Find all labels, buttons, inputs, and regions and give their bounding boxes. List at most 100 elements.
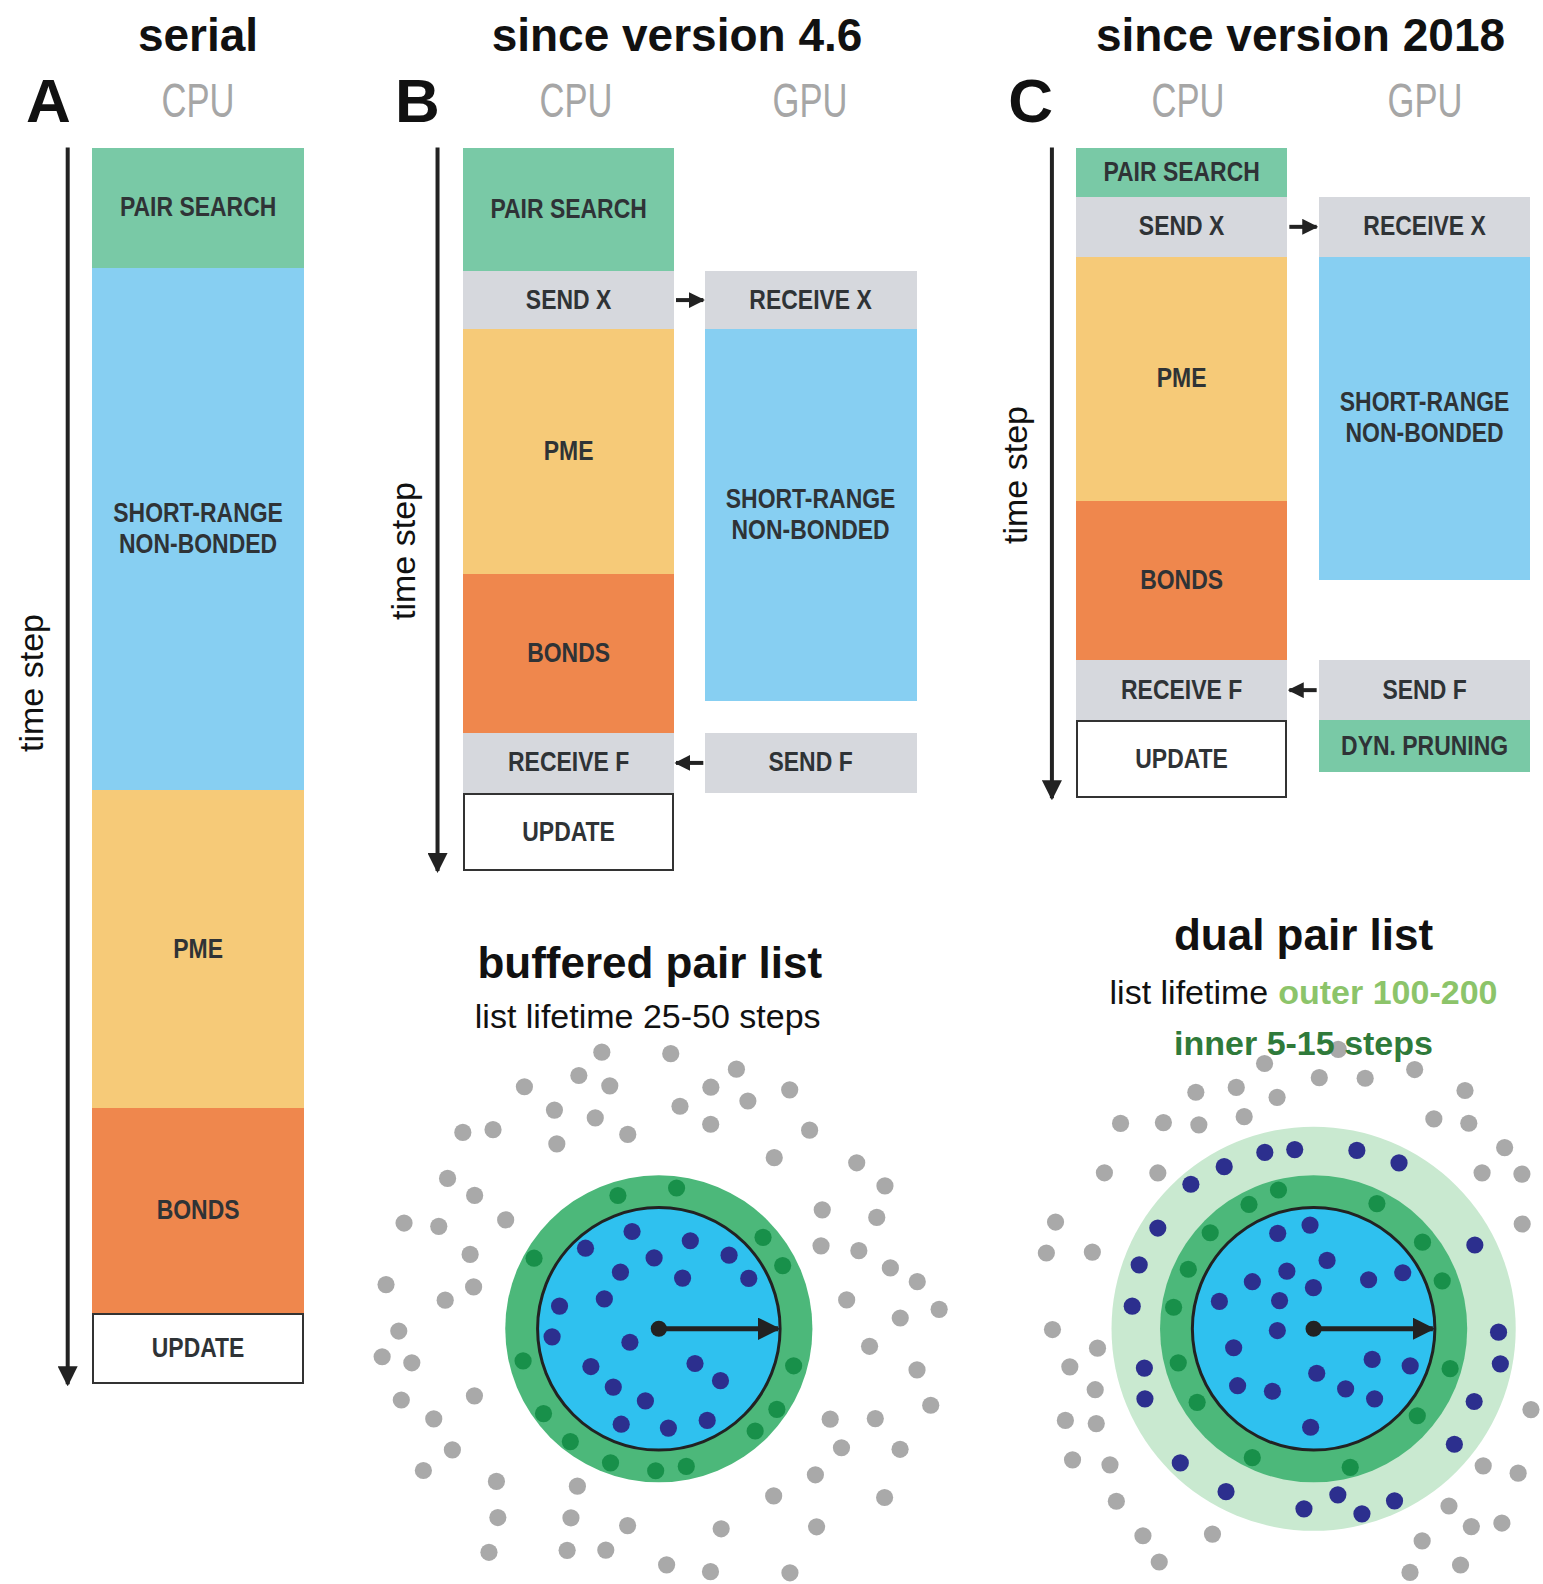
particle-dot (686, 1355, 703, 1372)
stage-label: PAIR SEARCH (479, 194, 659, 225)
particle-dot (1305, 1279, 1322, 1296)
particle-dot (1202, 1224, 1219, 1241)
particle-dot (1295, 1500, 1312, 1517)
particle-dot (415, 1462, 432, 1479)
particle-dot (1189, 1394, 1206, 1411)
stage-label: PAIR SEARCH (108, 192, 288, 223)
panel-heading: since version 2018 (1096, 10, 1505, 61)
pair-search-box: PAIR SEARCH (463, 148, 674, 271)
particle-dot (1149, 1219, 1166, 1236)
axis-label: time step (997, 406, 1034, 544)
particle-dot (1278, 1263, 1295, 1280)
particle-dot (861, 1338, 878, 1355)
stage-label: SEND F (721, 747, 901, 778)
particle-dot (1466, 1236, 1483, 1253)
particle-dot (1061, 1358, 1078, 1375)
particle-dot (781, 1081, 798, 1098)
particle-dot (488, 1473, 505, 1490)
stage-label: RECEIVE X (721, 285, 901, 316)
particle-dot (562, 1433, 579, 1450)
stage-label: PME (479, 436, 659, 467)
particle-dot (1319, 1252, 1336, 1269)
particle-dot (484, 1121, 501, 1138)
particle-dot (1452, 1556, 1469, 1573)
particle-dot (582, 1358, 599, 1375)
particle-dot (548, 1135, 565, 1152)
cutoff-radius-arrow (659, 1326, 778, 1331)
particle-dot (882, 1259, 899, 1276)
particle-dot (437, 1292, 454, 1309)
particle-dot (1390, 1154, 1407, 1171)
transfer-arrow (676, 298, 703, 302)
particle-dot (1270, 1181, 1287, 1198)
particle-dot (1342, 1459, 1359, 1476)
particle-dot (1286, 1141, 1303, 1158)
particle-dot (833, 1439, 850, 1456)
particle-dot (785, 1357, 802, 1374)
particle-dot (1089, 1340, 1106, 1357)
transfer-box: RECEIVE F (1076, 660, 1287, 721)
panel-heading: serial (138, 10, 258, 61)
particle-dot (612, 1264, 629, 1281)
particle-dot (702, 1116, 719, 1133)
particle-dot (425, 1410, 442, 1427)
stage-label: UPDATE (480, 817, 656, 848)
transfer-arrow (676, 761, 703, 765)
column-header: CPU (1152, 75, 1225, 128)
particle-dot (1302, 1419, 1319, 1436)
particle-dot (1256, 1144, 1273, 1161)
particle-dot (728, 1061, 745, 1078)
update-box: UPDATE (1076, 720, 1287, 798)
particle-dot (1329, 1486, 1346, 1503)
center-particle (651, 1321, 667, 1337)
particle-dot (602, 1454, 619, 1471)
panel-letter: A (26, 67, 71, 135)
particle-dot (868, 1209, 885, 1226)
particle-dot (1409, 1407, 1426, 1424)
particle-dot (662, 1045, 679, 1062)
non-bonded-box: SHORT-RANGE NON-BONDED (1319, 257, 1530, 580)
bonds-box: BONDS (463, 574, 674, 733)
particle-dot (1064, 1451, 1081, 1468)
particle-dot (395, 1214, 412, 1231)
particle-dot (462, 1246, 479, 1263)
particle-dot (781, 1564, 798, 1581)
particle-dot (1460, 1115, 1477, 1132)
particle-dot (1047, 1213, 1064, 1230)
particle-dot (646, 1249, 663, 1266)
center-particle (1306, 1321, 1322, 1337)
particle-dot (546, 1101, 563, 1118)
bonds-box: BONDS (1076, 501, 1287, 660)
particle-dot (1473, 1164, 1490, 1181)
particle-dot (377, 1276, 394, 1293)
particle-dot (1368, 1195, 1385, 1212)
particle-dot (1337, 1380, 1354, 1397)
particle-dot (1216, 1158, 1233, 1175)
particle-dot (514, 1352, 531, 1369)
particle-dot (1136, 1359, 1153, 1376)
particle-dot (713, 1520, 730, 1537)
particle-dot (682, 1232, 699, 1249)
particle-dot (892, 1309, 909, 1326)
particle-dot (1446, 1436, 1463, 1453)
pme-box: PME (463, 329, 674, 574)
stage-label: SHORT-RANGE NON-BONDED (1335, 387, 1515, 449)
particle-dot (658, 1556, 675, 1573)
stage-label: BONDS (108, 1195, 288, 1226)
particle-dot (1490, 1324, 1507, 1341)
stage-label: PME (108, 934, 288, 965)
transfer-box: SEND F (1319, 660, 1530, 721)
particle-dot (1182, 1176, 1199, 1193)
stage-label: PME (1092, 363, 1272, 394)
particle-dot (740, 1270, 757, 1287)
stage-label: BONDS (479, 638, 659, 669)
particle-dot (647, 1462, 664, 1479)
stage-label: DYN. PRUNING (1335, 731, 1515, 762)
column-header: GPU (1387, 75, 1462, 128)
particle-dot (1353, 1505, 1370, 1522)
particle-dot (1264, 1383, 1281, 1400)
particle-dot (1463, 1518, 1480, 1535)
particle-dot (1165, 1299, 1182, 1316)
panel-heading: since version 4.6 (492, 10, 863, 61)
particle-dot (535, 1405, 552, 1422)
